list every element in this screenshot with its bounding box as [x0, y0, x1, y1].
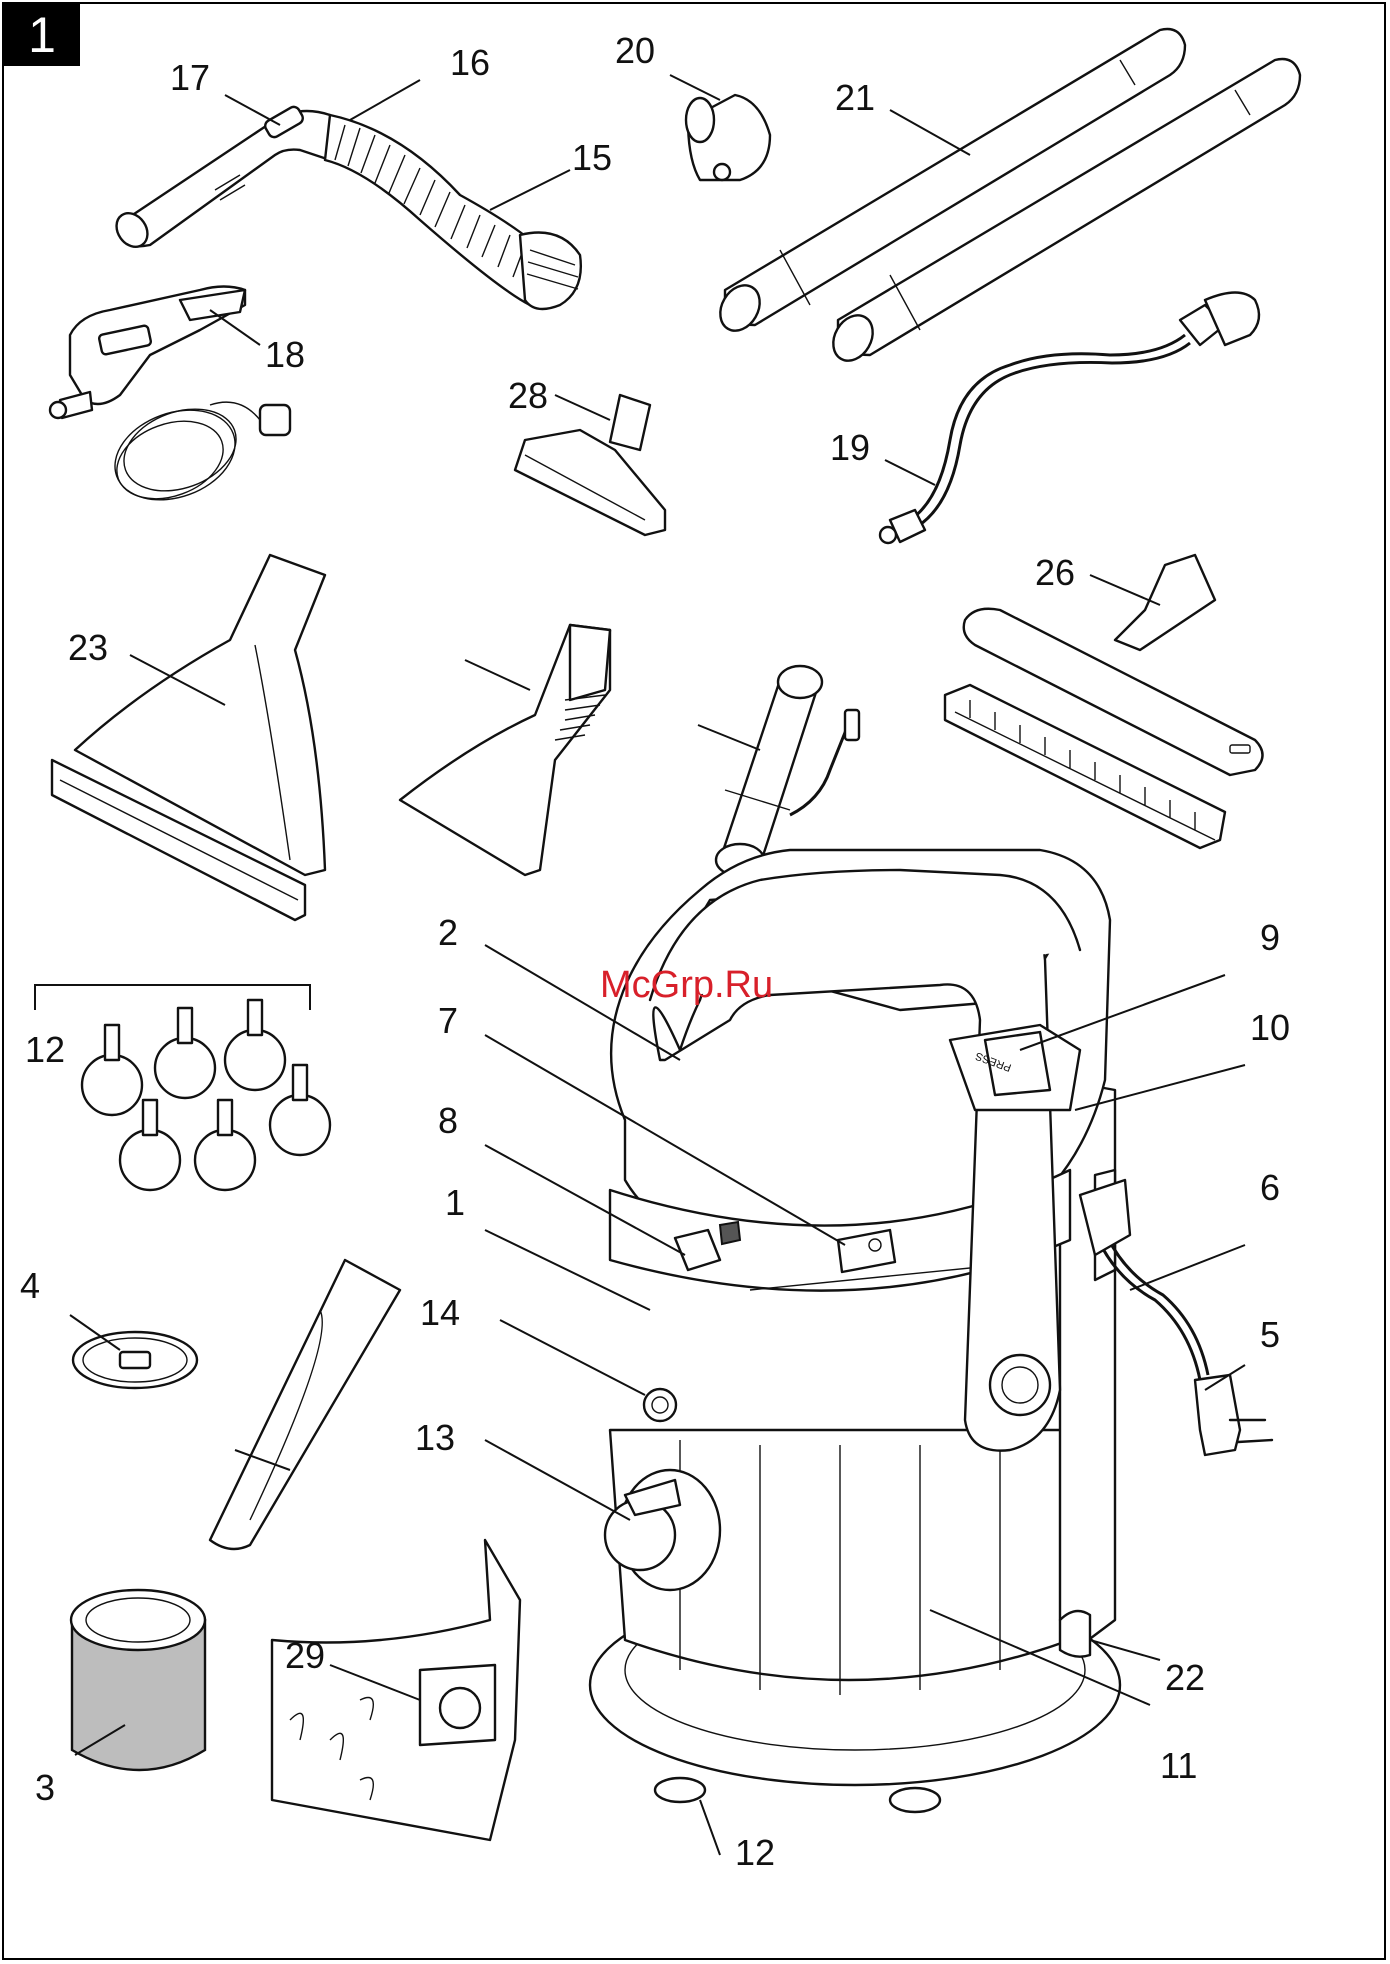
spray-hose: [880, 293, 1259, 544]
callout-10: 10: [1250, 1007, 1290, 1048]
callout-3: 3: [35, 1767, 55, 1808]
callout-8: 8: [438, 1100, 458, 1141]
callout-1: 1: [445, 1182, 465, 1223]
suction-hose-assembly: [110, 105, 581, 309]
hand-nozzle: [400, 625, 610, 875]
cartridge-filter: [71, 1590, 205, 1770]
callout-2: 2: [438, 912, 458, 953]
adapter-tube: [716, 666, 859, 876]
callout-11: 11: [1160, 1745, 1197, 1786]
callout-13: 13: [415, 1417, 455, 1458]
spray-handle-assembly: [50, 287, 290, 516]
upholstery-nozzle: [515, 395, 665, 535]
crevice-nozzle: [210, 1260, 400, 1549]
callout-6: 6: [1260, 1167, 1280, 1208]
castor-set: [35, 985, 330, 1190]
callout-15: 15: [572, 137, 612, 178]
callout-26: 26: [1035, 552, 1075, 593]
callout-9: 9: [1260, 917, 1280, 958]
callout-29: 29: [285, 1635, 325, 1676]
callout-18: 18: [265, 334, 305, 375]
floor-nozzle: [945, 555, 1263, 848]
callout-12-set: 12: [25, 1029, 65, 1070]
callout-21: 21: [835, 77, 875, 118]
callout-22: 22: [1165, 1657, 1205, 1698]
callout-16: 16: [450, 42, 490, 83]
callout-5: 5: [1260, 1314, 1280, 1355]
callout-17: 17: [170, 57, 210, 98]
callout-14: 14: [420, 1292, 460, 1333]
wide-carpet-nozzle: [52, 555, 325, 920]
callout-7: 7: [438, 1000, 458, 1041]
callout-4: 4: [20, 1265, 40, 1306]
callout-19: 19: [830, 427, 870, 468]
callout-23: 23: [68, 627, 108, 668]
filter-clean-icon: [720, 1222, 740, 1244]
elbow-adapter: [686, 95, 770, 180]
callout-12-castor: 12: [735, 1832, 775, 1873]
filter-disc: [73, 1332, 197, 1388]
callout-28: 28: [508, 375, 548, 416]
callout-20: 20: [615, 30, 655, 71]
watermark-text: McGrp.Ru: [600, 964, 773, 1006]
